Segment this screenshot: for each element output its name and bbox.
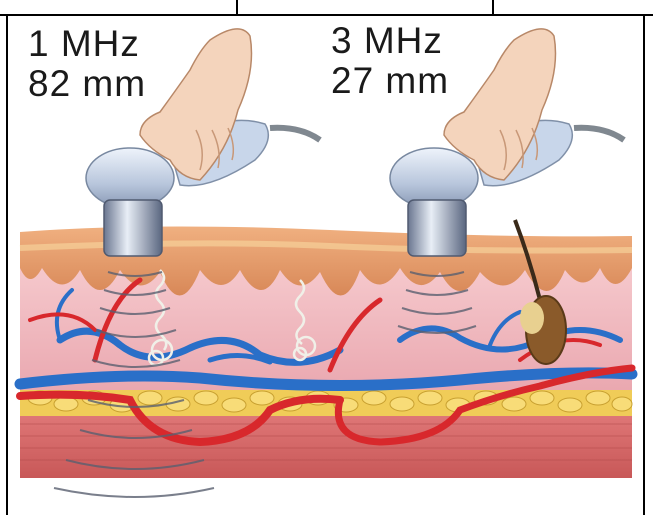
right-frequency-label: 3 MHz bbox=[331, 21, 449, 61]
right-frequency-label-group: 3 MHz 27 mm bbox=[331, 21, 449, 101]
left-depth-label: 82 mm bbox=[28, 64, 146, 104]
left-frequency-label: 1 MHz bbox=[28, 24, 146, 64]
right-depth-label: 27 mm bbox=[331, 61, 449, 101]
left-frequency-label-group: 1 MHz 82 mm bbox=[28, 24, 146, 104]
